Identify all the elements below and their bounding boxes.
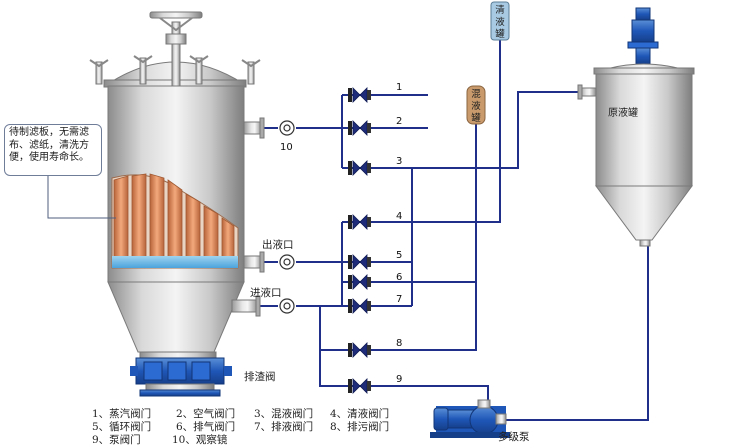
valve-5[interactable] — [348, 254, 371, 270]
legend-item: 4、清液阀门 — [330, 407, 389, 420]
multistage-pump[interactable] — [430, 399, 510, 438]
pump-label: 多级泵 — [498, 430, 530, 443]
valve-6[interactable] — [348, 274, 371, 290]
raw-tank-label: 原液罐 — [608, 106, 638, 119]
valve-number-3: 3 — [396, 156, 402, 167]
note-connector — [47, 176, 116, 219]
sight-glass-number: 10 — [280, 142, 293, 153]
valve-4[interactable] — [348, 214, 371, 230]
clear-tank-label: 清液罐 — [495, 4, 505, 40]
valve-group — [348, 87, 371, 394]
valve-number-2: 2 — [396, 116, 402, 127]
valve-number-9: 9 — [396, 374, 402, 385]
inlet-label: 进液口 — [250, 286, 282, 299]
legend-item: 3、混液阀门 — [254, 407, 313, 420]
legend-item: 7、排液阀门 — [254, 420, 313, 433]
filter-plates — [113, 173, 235, 259]
legend: 1、蒸汽阀门 2、空气阀门 3、混液阀门 4、清液阀门 5、循环阀门 6、排气阀… — [92, 407, 389, 445]
valve-8[interactable] — [348, 342, 371, 358]
valve-number-7: 7 — [396, 294, 402, 305]
clear-liquid-tank-tag — [490, 1, 510, 41]
legend-item: 10、观察镜 — [172, 433, 228, 445]
legend-item: 5、循环阀门 — [92, 420, 151, 433]
valve-2[interactable] — [348, 120, 371, 136]
valve-numbers: 1 2 3 4 5 6 7 8 9 10 — [280, 82, 402, 385]
slag-valve-label: 排渣阀 — [244, 370, 276, 383]
mixed-tank-label: 混液罐 — [471, 89, 481, 124]
valve-1[interactable] — [348, 87, 371, 103]
filter-plate-note: 待制滤板，无需滤布、滤纸，清洗方便，使用寿命长。 — [4, 124, 102, 176]
pipe-network — [258, 28, 649, 421]
valve-number-4: 4 — [396, 211, 402, 222]
valve-9[interactable] — [348, 378, 371, 394]
outlet-label: 出液口 — [262, 238, 294, 251]
filter-vessel — [89, 11, 295, 397]
legend-item: 2、空气阀门 — [176, 407, 235, 420]
legend-item: 9、泵阀门 — [92, 433, 141, 445]
valve-number-5: 5 — [396, 250, 402, 261]
legend-item: 6、排气阀门 — [176, 420, 235, 433]
sight-glass-icon — [279, 120, 295, 314]
legend-item: 1、蒸汽阀门 — [92, 407, 151, 420]
mixed-liquid-tank-tag — [466, 85, 486, 125]
valve-7[interactable] — [348, 298, 371, 314]
slag-valve[interactable] — [130, 351, 232, 397]
valve-3[interactable] — [348, 160, 371, 176]
legend-item: 8、排污阀门 — [330, 420, 389, 433]
valve-number-6: 6 — [396, 272, 402, 283]
raw-liquid-tank — [577, 7, 695, 247]
valve-number-8: 8 — [396, 338, 402, 349]
valve-number-1: 1 — [396, 82, 402, 93]
